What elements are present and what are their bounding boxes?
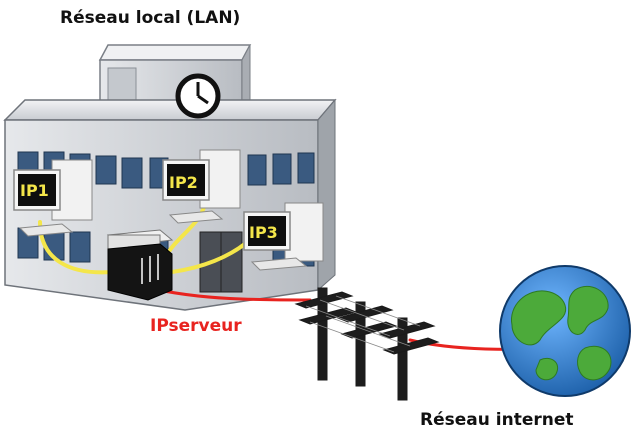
utility-pole-icon bbox=[294, 287, 440, 401]
server-label: IPserveur bbox=[150, 316, 242, 336]
ip3-label: IP3 bbox=[249, 223, 278, 242]
ip2-label: IP2 bbox=[169, 173, 198, 192]
clock-icon bbox=[175, 73, 221, 119]
computer-icon: IP1 bbox=[13, 159, 93, 237]
server-icon bbox=[106, 229, 174, 301]
ip1-label: IP1 bbox=[20, 181, 49, 200]
lan-title: Réseau local (LAN) bbox=[60, 8, 241, 28]
computer-icon: IP3 bbox=[243, 202, 324, 271]
globe-icon bbox=[499, 265, 631, 397]
computer-icon: IP2 bbox=[162, 149, 241, 224]
internet-title: Réseau internet bbox=[420, 410, 574, 430]
